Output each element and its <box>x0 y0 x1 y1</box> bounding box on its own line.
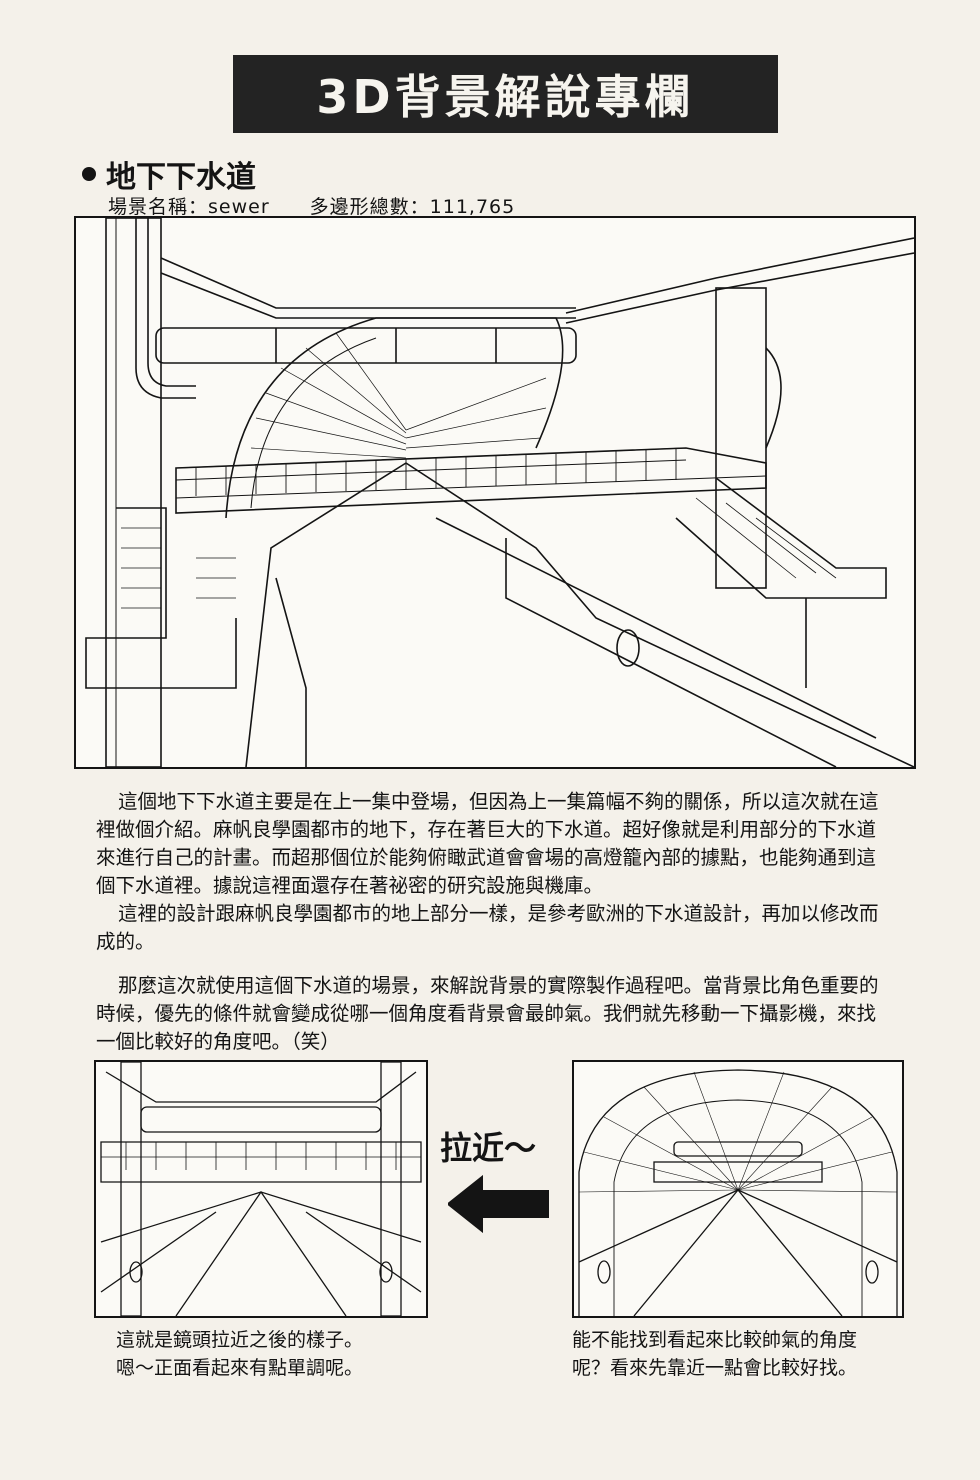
section-heading: 地下下水道 <box>82 152 256 196</box>
far-view-thumbnail <box>572 1060 904 1318</box>
scene-meta: 場景名稱：sewer 多邊形總數：111,765 <box>108 192 515 219</box>
section-heading-text: 地下下水道 <box>106 160 256 195</box>
caption-right: 能不能找到看起來比較帥氣的角度 呢？看來先靠近一點會比較好找。 <box>572 1326 857 1382</box>
caption-left: 這就是鏡頭拉近之後的樣子。 嗯～正面看起來有點單調呢。 <box>116 1326 363 1382</box>
zoomed-view-thumbnail <box>94 1060 428 1318</box>
paragraph-camera: 那麼這次就使用這個下水道的場景，來解說背景的實際製作過程吧。當背景比角色重要的時… <box>96 974 879 1053</box>
zoom-in-label: 拉近～ <box>440 1129 537 1167</box>
scene-name: 場景名稱：sewer <box>108 196 270 218</box>
caption-right-line-2: 呢？看來先靠近一點會比較好找。 <box>572 1357 858 1379</box>
column-title: 3D背景解說專欄 <box>233 55 778 133</box>
caption-right-line-1: 能不能找到看起來比較帥氣的角度 <box>572 1329 858 1351</box>
caption-left-line-1: 這就是鏡頭拉近之後的樣子。 <box>116 1329 364 1351</box>
sewer-main-illustration <box>74 216 916 769</box>
bullet-icon <box>82 167 96 181</box>
paragraph-design: 這裡的設計跟麻帆良學園都市的地上部分一樣，是參考歐洲的下水道設計，再加以修改而成… <box>96 902 879 953</box>
paragraph-intro: 這個地下下水道主要是在上一集中登場，但因為上一集篇幅不夠的關係，所以這次就在這裡… <box>96 790 879 897</box>
caption-left-line-2: 嗯～正面看起來有點單調呢。 <box>116 1357 364 1379</box>
left-arrow-icon <box>446 1174 552 1237</box>
polygon-count: 多邊形總數：111,765 <box>309 196 516 218</box>
